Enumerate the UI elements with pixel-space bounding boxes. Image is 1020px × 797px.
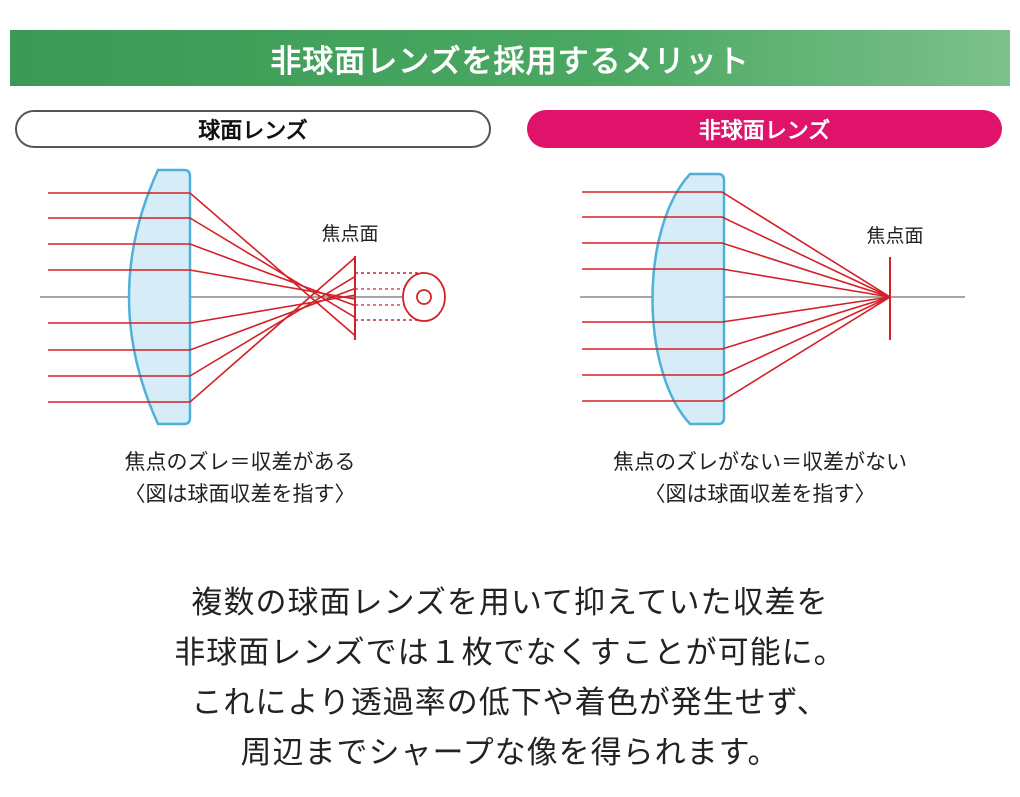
spherical-rays <box>48 192 356 403</box>
left-focal-label: 焦点面 <box>321 223 378 245</box>
explanation-line-4: 周辺までシャープな像を得られます。 <box>240 735 780 771</box>
lens-diagram: 焦点面 焦点面 <box>40 168 965 426</box>
spherical-ray-3 <box>48 243 356 307</box>
aspherical-ray-2 <box>582 216 891 298</box>
explanation-line-1: 複数の球面レンズを用いて抑えていた収差を <box>191 585 829 621</box>
spherical-lens-label: 球面レンズ <box>15 110 491 148</box>
explanation-text: 複数の球面レンズを用いて抑えていた収差を 非球面レンズでは１枚でなくすことが可能… <box>0 578 1020 778</box>
spherical-caption-line1: 焦点のズレ＝収差がある <box>124 450 356 474</box>
spherical-caption-line2: 〈図は球面収差を指す〉 <box>124 481 356 506</box>
aspherical-lens-shape <box>651 172 726 426</box>
spherical-lens-diagram: 焦点面 <box>40 168 446 426</box>
spherical-ray-5 <box>48 294 356 324</box>
aspherical-lens-diagram: 焦点面 <box>580 172 965 426</box>
spherical-lens-label-text: 球面レンズ <box>198 119 308 144</box>
spherical-lens-shape <box>127 168 192 426</box>
left-spot-blur <box>355 272 446 322</box>
aspherical-ray-8 <box>582 296 891 402</box>
explanation-line-2: 非球面レンズでは１枚でなくすことが可能に。 <box>174 635 846 671</box>
banner-title: 非球面レンズを採用するメリット <box>270 43 750 80</box>
aspherical-ray-6 <box>582 296 891 350</box>
aspherical-ray-7 <box>582 296 891 376</box>
aspherical-rays <box>582 191 891 402</box>
spherical-ray-4 <box>48 269 356 300</box>
aspherical-ray-1 <box>582 191 891 298</box>
right-focal-label: 焦点面 <box>866 225 923 247</box>
aspherical-caption-line1: 焦点のズレがない＝収差がない <box>613 450 907 474</box>
spherical-ray-8 <box>48 257 356 403</box>
spherical-ray-2 <box>48 217 356 319</box>
aspherical-lens-label: 非球面レンズ <box>527 110 1002 148</box>
aspherical-lens-label-text: 非球面レンズ <box>698 119 831 144</box>
aspherical-ray-3 <box>582 242 891 298</box>
header-banner: 非球面レンズを採用するメリット <box>10 30 1010 86</box>
spherical-ray-7 <box>48 275 356 377</box>
spherical-caption: 焦点のズレ＝収差がある 〈図は球面収差を指す〉 <box>40 447 440 510</box>
aspherical-ray-4 <box>582 268 891 298</box>
aspherical-caption-line2: 〈図は球面収差を指す〉 <box>644 481 876 506</box>
blur-spot-inner <box>416 289 432 305</box>
aspherical-caption: 焦点のズレがない＝収差がない 〈図は球面収差を指す〉 <box>545 447 975 510</box>
explanation-line-3: これにより透過率の低下や着色が発生せず、 <box>191 685 829 721</box>
aspherical-ray-5 <box>582 296 891 323</box>
blur-spot-outer <box>402 272 446 322</box>
spherical-ray-1 <box>48 192 356 337</box>
spherical-ray-6 <box>48 287 356 351</box>
